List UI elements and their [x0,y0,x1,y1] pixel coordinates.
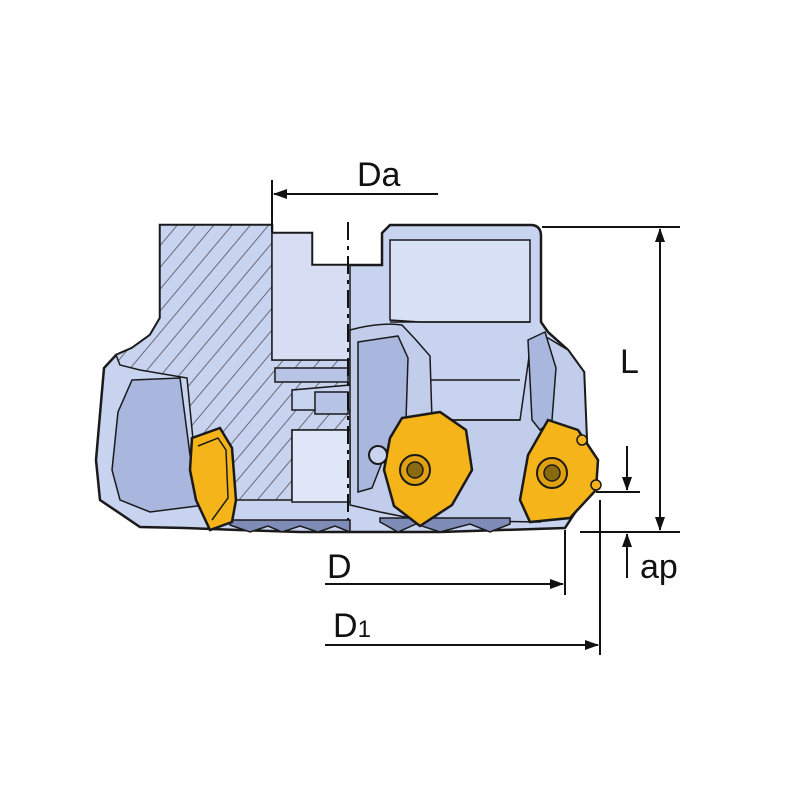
insert-left [188,426,238,532]
bore-groove [314,391,349,415]
bottom-teeth [229,519,351,534]
label-l: L [620,343,639,381]
flute-left [111,377,206,513]
central-bore [271,232,351,361]
insert-right [518,418,602,524]
bottom-teeth-right [379,517,511,533]
bore-step [274,367,349,383]
dimension-l [542,226,680,533]
label-d1: D1 [333,607,371,645]
label-da: Da [357,156,401,194]
dimension-da [271,180,438,232]
label-ap: ap [640,548,678,586]
bore-bottom [291,429,351,503]
insert-middle [368,410,474,528]
dimension-ap [596,446,640,578]
label-d: D [327,548,352,586]
dimension-d1 [325,500,601,655]
dimension-d [325,530,566,595]
clamp-screw [368,445,388,465]
flute-right [527,330,557,432]
body-right-face [389,239,531,323]
cutter-body [94,223,590,534]
label-d1-sub: 1 [358,616,371,643]
label-d1-main: D [333,607,358,645]
